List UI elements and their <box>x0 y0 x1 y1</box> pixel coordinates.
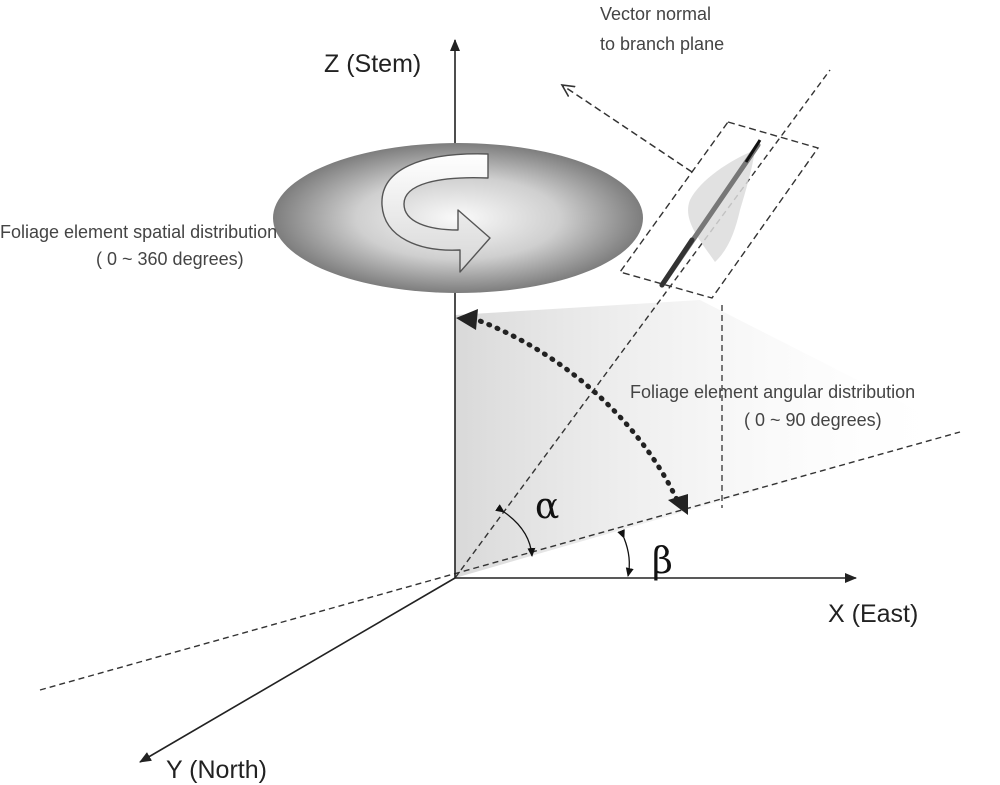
branch-line <box>454 69 831 579</box>
shaded-plane <box>455 300 960 578</box>
branch-stick-base <box>659 237 695 288</box>
y-axis <box>139 577 456 763</box>
arc-arrowhead-bottom <box>668 494 688 515</box>
x-axis-label: X (East) <box>828 600 918 628</box>
branch-plane <box>618 121 820 299</box>
y-axis-label: Y (North) <box>166 756 267 784</box>
arc-arrowhead-top <box>456 309 478 330</box>
normal-vector-label-line1: Vector normal <box>600 4 711 24</box>
rotation-arrow-icon <box>381 153 491 273</box>
angular-distribution-label-line1: Foliage element angular distribution <box>630 382 915 402</box>
alpha-symbol: α <box>535 486 559 527</box>
branch-tip <box>744 139 762 163</box>
alpha-angle-arc <box>495 504 536 557</box>
normal-vector-arrow <box>562 85 693 173</box>
beta-symbol: β <box>652 541 673 582</box>
angular-distribution-label-line2: ( 0 ~ 90 degrees) <box>744 410 882 430</box>
spatial-distribution-label-line2: ( 0 ~ 360 degrees) <box>96 249 244 269</box>
spatial-distribution-label-line1: Foliage element spatial distribution <box>0 222 277 242</box>
beta-angle-arc <box>617 529 634 577</box>
normal-vector-label-line2: to branch plane <box>600 34 724 54</box>
z-axis-label: Z (Stem) <box>324 50 421 78</box>
angular-distribution-arc <box>469 315 681 505</box>
